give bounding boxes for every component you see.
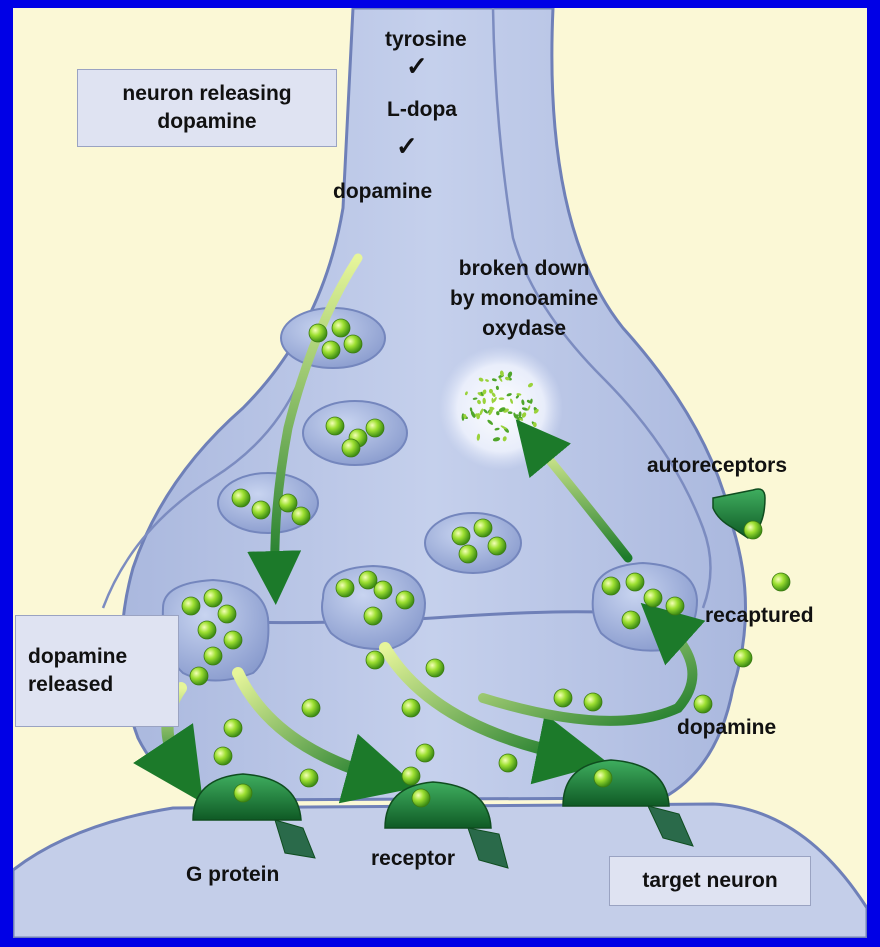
label-line: broken down <box>450 254 598 284</box>
dopamine-molecule <box>554 689 572 707</box>
dopamine-molecule <box>666 597 684 615</box>
vesicle <box>425 513 521 573</box>
label-line: dopamine <box>157 108 256 136</box>
dopamine-molecule <box>232 489 250 507</box>
dopamine-molecule <box>426 659 444 677</box>
label-line: oxydase <box>450 314 598 344</box>
label-g-protein: G protein <box>186 861 279 888</box>
dopamine-molecule <box>204 589 222 607</box>
dopamine-molecule <box>214 747 232 765</box>
dopamine-molecule <box>374 581 392 599</box>
label-broken-down: broken down by monoamine oxydase <box>450 254 598 344</box>
dopamine-molecule <box>364 607 382 625</box>
target-neuron-box: target neuron <box>609 856 811 906</box>
dopamine-molecule <box>224 719 242 737</box>
dopamine-molecule <box>644 589 662 607</box>
label-tyrosine: tyrosine <box>385 26 467 53</box>
dopamine-molecule <box>342 439 360 457</box>
dopamine-molecule <box>602 577 620 595</box>
label-receptor: receptor <box>371 845 455 872</box>
dopamine-molecule <box>452 527 470 545</box>
dopamine-molecule <box>204 647 222 665</box>
label-dopamine-synth: dopamine <box>333 178 432 205</box>
dopamine-molecule <box>302 699 320 717</box>
dopamine-molecule <box>224 631 242 649</box>
degraded-fragment <box>499 397 505 400</box>
label-recaptured: recaptured <box>705 602 814 629</box>
dopamine-molecule <box>584 693 602 711</box>
dopamine-molecule <box>279 494 297 512</box>
dopamine-molecule <box>234 784 252 802</box>
label-dopamine: dopamine <box>677 714 776 741</box>
label-line: released <box>28 671 113 699</box>
dopamine-molecule <box>366 651 384 669</box>
dopamine-molecule <box>344 335 362 353</box>
dopamine-molecule <box>359 571 377 589</box>
label-line: dopamine <box>28 643 127 671</box>
dopamine-molecule <box>694 695 712 713</box>
dopamine-molecule <box>594 769 612 787</box>
dopamine-molecule <box>772 573 790 591</box>
dopamine-molecule <box>309 324 327 342</box>
dopamine-molecule <box>499 754 517 772</box>
dopamine-molecule <box>218 605 236 623</box>
dopamine-molecule <box>292 507 310 525</box>
dopamine-molecule <box>366 419 384 437</box>
dopamine-molecule <box>622 611 640 629</box>
dopamine-molecule <box>744 521 762 539</box>
dopamine-molecule <box>474 519 492 537</box>
label-line: target neuron <box>642 867 777 895</box>
label-line: by monoamine <box>450 284 598 314</box>
diagram-canvas: neuron releasing dopamine tyrosine ✓ L-d… <box>13 8 867 938</box>
dopamine-molecule <box>488 537 506 555</box>
neuron-releasing-box: neuron releasing dopamine <box>77 69 337 147</box>
dopamine-molecule <box>332 319 350 337</box>
dopamine-molecule <box>402 767 420 785</box>
label-l-dopa: L-dopa <box>387 96 457 123</box>
label-autoreceptors: autoreceptors <box>647 452 787 479</box>
dopamine-molecule <box>459 545 477 563</box>
dopamine-molecule <box>336 579 354 597</box>
dopamine-molecule <box>198 621 216 639</box>
dopamine-molecule <box>326 417 344 435</box>
dopamine-molecule <box>300 769 318 787</box>
dopamine-molecule <box>322 341 340 359</box>
dopamine-molecule <box>416 744 434 762</box>
label-line: neuron releasing <box>122 80 291 108</box>
dopamine-molecule <box>252 501 270 519</box>
dopamine-molecule <box>402 699 420 717</box>
synthesis-arrow-icon: ✓ <box>396 133 418 160</box>
dopamine-molecule <box>412 789 430 807</box>
dopamine-molecule <box>734 649 752 667</box>
dopamine-released-box: dopamine released <box>15 615 179 727</box>
dopamine-molecule <box>396 591 414 609</box>
synthesis-arrow-icon: ✓ <box>406 53 428 80</box>
dopamine-molecule <box>626 573 644 591</box>
dopamine-molecule <box>190 667 208 685</box>
dopamine-molecule <box>182 597 200 615</box>
